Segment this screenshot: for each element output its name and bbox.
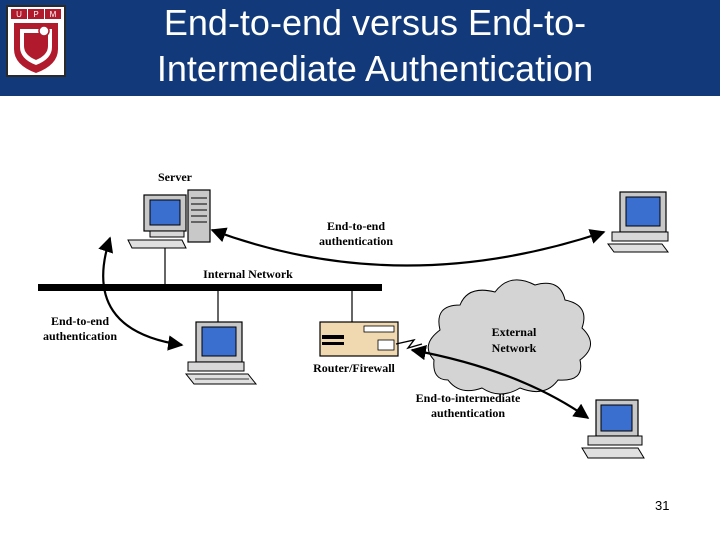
e2e-auth-top-line1: End-to-end	[327, 219, 385, 233]
internal-workstation	[184, 321, 258, 385]
e2i-arrow	[410, 344, 590, 419]
router-link-icon	[395, 338, 423, 350]
e2e-arrow-top	[210, 227, 606, 267]
upm-logo: U P M	[6, 5, 66, 77]
e2e-auth-top-line2: authentication	[319, 234, 393, 248]
svg-text:M: M	[50, 10, 57, 19]
e2e-arrow-left	[98, 236, 184, 351]
remote-computer-bottom	[581, 399, 645, 459]
svg-text:U: U	[16, 10, 22, 19]
server-computer	[127, 189, 211, 249]
e2i-auth-line1: End-to-intermediate	[416, 391, 521, 405]
e2e-auth-left-line1: End-to-end	[51, 314, 109, 328]
page-number: 31	[655, 498, 670, 513]
remote-computer-top	[607, 191, 669, 253]
external-network-line2: Network	[492, 341, 537, 355]
svg-text:P: P	[33, 10, 38, 19]
slide-title: End-to-end versus End-to-Intermediate Au…	[156, 2, 594, 89]
server-label: Server	[158, 170, 193, 184]
external-network-line1: External	[492, 325, 537, 339]
network-diagram: Server Internal Network Router/Firewall …	[38, 170, 669, 459]
router-firewall-label: Router/Firewall	[313, 361, 395, 375]
title-bar: U P M End-to-end versus End-to-Intermedi…	[0, 0, 720, 96]
e2e-auth-left-line2: authentication	[43, 329, 117, 343]
router-firewall	[319, 321, 399, 357]
upm-crest-icon: U P M	[11, 9, 61, 73]
e2i-auth-line2: authentication	[431, 406, 505, 420]
internal-network-label: Internal Network	[203, 267, 293, 281]
